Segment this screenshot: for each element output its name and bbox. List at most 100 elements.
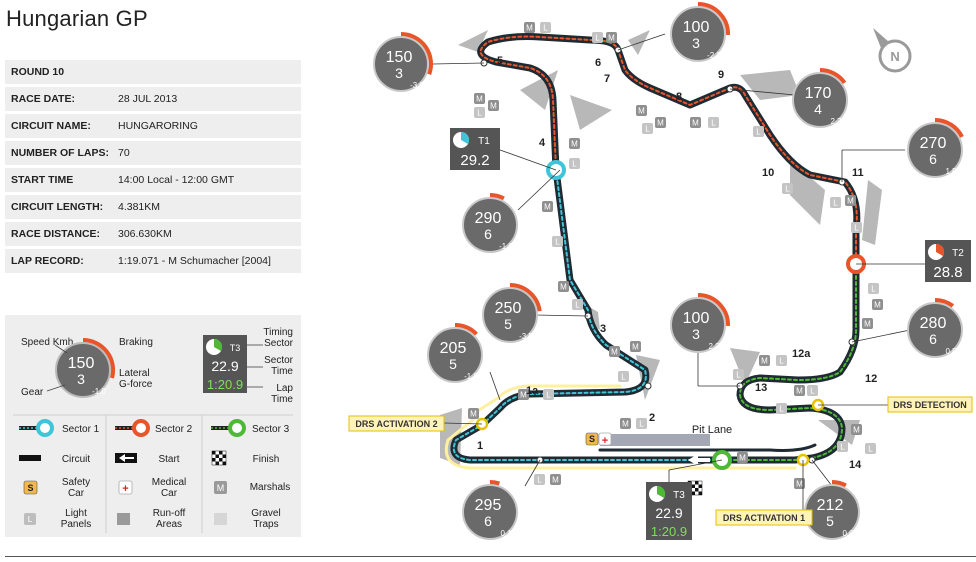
gauge-braking-arc (697, 293, 731, 326)
svg-text:L: L (639, 420, 644, 429)
info-row-race-date: RACE DATE:28 JUL 2013 (5, 87, 301, 111)
svg-text:S: S (27, 483, 33, 493)
svg-text:N: N (890, 49, 899, 64)
light-panel-icon: L (534, 474, 545, 485)
turn-12: 12 (865, 373, 877, 385)
gauge-braking-arc (489, 192, 505, 201)
turn-4: 4 (539, 137, 546, 149)
gauge-speed: 100 (683, 19, 710, 36)
svg-text:L: L (621, 373, 626, 382)
gauge-braking-arc (934, 118, 964, 138)
legend-finish-label: Finish (252, 454, 280, 465)
svg-text:M: M (552, 476, 559, 485)
gauge-gear: 5 (826, 513, 834, 529)
gauge-braking-arc (400, 32, 433, 75)
svg-text:L: L (645, 125, 650, 134)
svg-text:L: L (779, 405, 784, 414)
svg-text:M: M (853, 426, 860, 435)
marshal-post-icon: M (609, 346, 620, 357)
legend-gauge-g: -1.0 (92, 387, 106, 396)
svg-text:L: L (537, 476, 542, 485)
legend-medical-car-label: Medical Car (151, 477, 187, 499)
svg-text:M: M (638, 107, 645, 116)
drs-zone-main (444, 416, 797, 470)
gauge-speed: 150 (386, 49, 413, 66)
turn-5: 5 (497, 55, 503, 67)
svg-text:M: M (796, 387, 803, 396)
info-value: 1:19.071 - M Schumacher [2004] (118, 255, 271, 267)
svg-text:L: L (871, 285, 876, 294)
gauge-braking-arc (509, 283, 542, 312)
turn-2: 2 (649, 412, 655, 424)
gauge-speed: 270 (920, 135, 947, 152)
info-value: 306.630KM (118, 228, 172, 240)
light-panel-icon: L (636, 418, 647, 429)
timing-box-t1: T1 29.2 (450, 128, 500, 170)
legend-sector-time-label: Sector Time (264, 355, 293, 377)
gauge-g: 0.5 (945, 347, 957, 356)
gauge-braking-arc (934, 297, 955, 308)
svg-text:L: L (868, 445, 873, 454)
gauge-braking-arc (831, 479, 847, 488)
svg-text:L: L (555, 238, 560, 247)
legend-timing-tag: T3 (230, 343, 241, 353)
legend-sector3-label: Sector 3 (252, 424, 290, 435)
gauge-g: 2.2 (708, 342, 720, 351)
drs-activation-1-label: DRS ACTIVATION 1 (715, 509, 813, 526)
svg-text:L: L (840, 443, 845, 452)
gauge-speed: 100 (683, 310, 710, 327)
marshal-post-icon: M (845, 195, 856, 206)
legend-gravel-label: Gravel Traps (251, 508, 281, 530)
legend-timing-sector-time: 22.9 (211, 358, 238, 374)
pit-lane (598, 443, 817, 452)
gauge-gear: 5 (449, 356, 457, 372)
gauge-braking-arc (697, 2, 731, 35)
timing-box-t2: T2 28.8 (925, 240, 971, 282)
legend-gauge-speed: 150 (68, 355, 95, 372)
info-label: START TIME (11, 174, 74, 186)
light-panel-icon: L (865, 443, 876, 454)
timing-tag: T3 (673, 490, 685, 501)
info-label: NUMBER OF LAPS: (11, 147, 109, 159)
gauge-dial (907, 122, 963, 178)
svg-text:DRS ACTIVATION 1: DRS ACTIVATION 1 (723, 513, 805, 523)
light-panel-icon: L (830, 197, 841, 208)
gauge-gear: 6 (929, 331, 937, 347)
legend-safety-car-icon: S (23, 480, 38, 495)
light-panel-icon: L (782, 183, 793, 194)
svg-text:L: L (785, 185, 790, 194)
legend-start-icon (115, 453, 137, 463)
gauge-g: 0.1 (500, 529, 512, 538)
marshal-post-icon: M (569, 138, 580, 149)
gauge-gear: 4 (814, 101, 822, 117)
gauge-braking-arc (454, 323, 478, 336)
legend-gauge: 150 3 -1.0 (55, 337, 116, 398)
svg-text:DRS ACTIVATION 2: DRS ACTIVATION 2 (355, 419, 437, 429)
gauge-speed: 290 (475, 210, 502, 227)
light-panel-icon: L (474, 107, 485, 118)
gauge-gear: 5 (504, 316, 512, 332)
svg-text:DRS DETECTION: DRS DETECTION (893, 400, 967, 410)
legend-gauge-gear: 3 (77, 371, 85, 387)
turn-1: 1 (477, 440, 483, 452)
gauge-speed: 280 (920, 315, 947, 332)
marshal-post-icon: M (474, 93, 485, 104)
svg-text:M: M (796, 480, 803, 489)
marshal-post-icon: M (636, 105, 647, 116)
svg-text:+: + (122, 483, 128, 495)
legend-sector2-label: Sector 2 (155, 424, 193, 435)
page-title: Hungarian GP (6, 6, 148, 31)
legend-circuit-label: Circuit (61, 454, 91, 465)
svg-text:+: + (602, 435, 608, 447)
leader-lines (432, 33, 925, 510)
svg-text:L: L (575, 301, 580, 310)
info-label: CIRCUIT NAME: (11, 120, 91, 132)
turn-1a: 1a (526, 385, 539, 397)
light-panel-icon: L (753, 126, 764, 137)
svg-text:L: L (756, 128, 761, 137)
